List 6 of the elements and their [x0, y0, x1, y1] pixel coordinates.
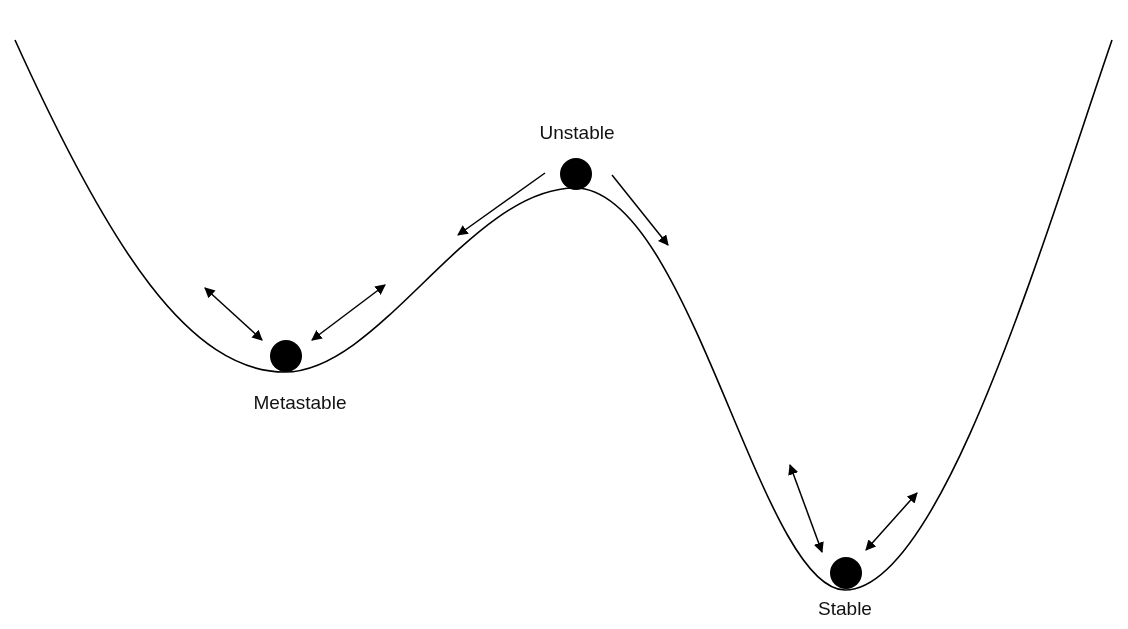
- state-label: Metastable: [253, 392, 347, 414]
- ball: [270, 340, 302, 372]
- ball: [560, 158, 592, 190]
- state-label: Unstable: [539, 122, 615, 144]
- state-label: Stable: [818, 598, 872, 620]
- ball: [830, 557, 862, 589]
